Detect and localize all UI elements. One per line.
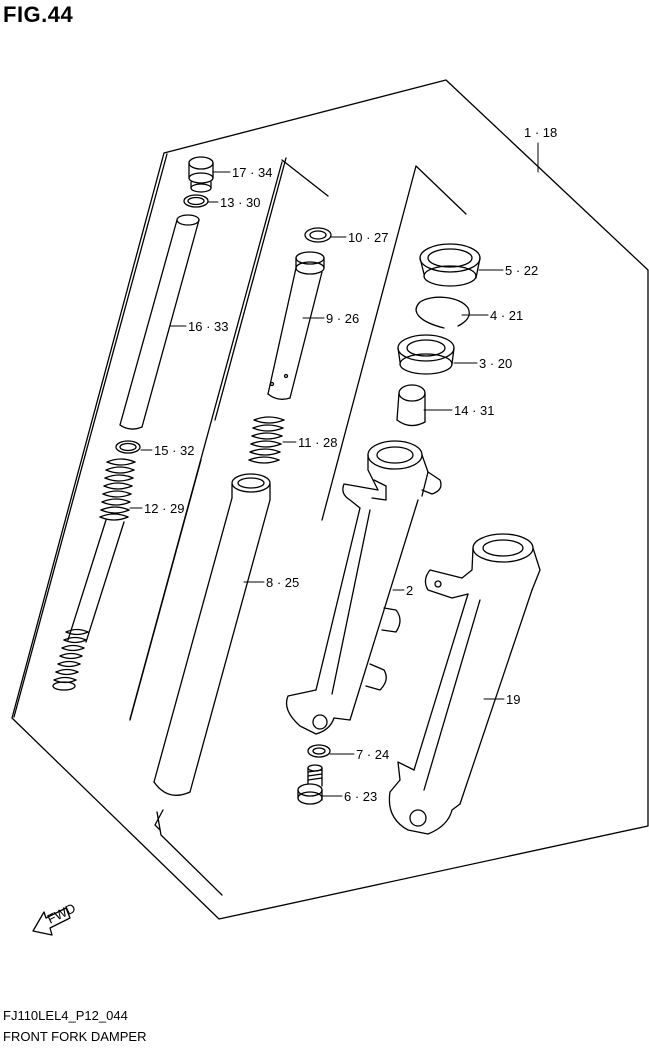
- spring-upper-part: [99, 458, 136, 521]
- short-spring-part: [248, 416, 285, 464]
- inner-tube-part: [153, 473, 271, 796]
- inner-panel-left: [13, 153, 283, 720]
- washer-part: [115, 440, 141, 454]
- spring-lower-part: [52, 628, 89, 691]
- cap-bolt-part: [188, 156, 214, 193]
- spring-guide-rod: [67, 519, 125, 643]
- leader-lines: [129, 142, 539, 797]
- callout-7-24: 7 · 24: [356, 747, 389, 762]
- oil-seal-part: [397, 334, 455, 375]
- bush-part: [396, 384, 426, 427]
- stopper-ring-part: [304, 227, 332, 243]
- inner-panel-right: [321, 165, 467, 521]
- callout-labels: 1 · 18 17 · 34 13 · 30 16 · 33 15 · 32 1…: [144, 125, 557, 804]
- callout-3-20: 3 · 20: [479, 356, 512, 371]
- callout-15-32: 15 · 32: [154, 443, 194, 458]
- callout-16-33: 16 · 33: [188, 319, 228, 334]
- outer-tube-right-part: [388, 533, 541, 835]
- figure-title: FIG.44: [3, 2, 74, 27]
- callout-14-31: 14 · 31: [454, 403, 494, 418]
- callout-4-21: 4 · 21: [490, 308, 523, 323]
- dust-seal-part: [419, 243, 481, 287]
- o-ring-inner: [187, 196, 205, 206]
- callout-11-28: 11 · 28: [298, 435, 338, 450]
- inner-panel-middle: [129, 159, 329, 831]
- outer-tube-left-part: [285, 440, 442, 735]
- callout-10-27: 10 · 27: [348, 230, 388, 245]
- washer-inner: [119, 442, 137, 452]
- callout-17-34: 17 · 34: [232, 165, 272, 180]
- callout-6-23: 6 · 23: [344, 789, 377, 804]
- callout-19: 19: [506, 692, 520, 707]
- callout-2: 2: [406, 583, 413, 598]
- callout-9-26: 9 · 26: [326, 311, 359, 326]
- callout-13-30: 13 · 30: [220, 195, 260, 210]
- damper-rod-part: [267, 251, 325, 400]
- long-pipe-part: [119, 214, 200, 430]
- figure-name: FRONT FORK DAMPER: [3, 1029, 147, 1044]
- clip-part: [415, 296, 470, 329]
- damper-bolt-part: [297, 764, 323, 805]
- fwd-arrow-icon: FWD: [32, 900, 78, 936]
- callout-8-25: 8 · 25: [266, 575, 299, 590]
- callout-12-29: 12 · 29: [144, 501, 184, 516]
- inner-panel-middle-left: [156, 157, 287, 896]
- drain-washer-part: [307, 744, 331, 758]
- o-ring-part: [183, 194, 209, 208]
- callout-5-22: 5 · 22: [505, 263, 538, 278]
- callout-1-18: 1 · 18: [524, 125, 557, 140]
- figure-code: FJ110LEL4_P12_044: [3, 1008, 128, 1023]
- assembly-frame: [11, 79, 649, 920]
